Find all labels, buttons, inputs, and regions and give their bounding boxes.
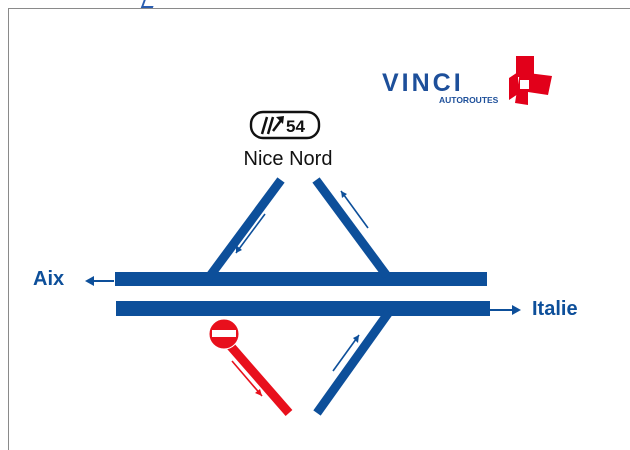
motorway-carriageways [115,272,490,316]
carriageway-westbound [115,272,487,286]
logo-subtitle: AUTOROUTES [439,95,499,105]
destination-west: Aix [33,268,114,290]
arrow-bottom-ramp-up [332,334,360,372]
exit-icon [260,116,284,135]
ramp-direction-arrows [231,190,369,397]
vinci-autoroutes-logo: VINCI AUTOROUTES [382,56,552,105]
destination-label-italie: Italie [532,298,578,320]
no-entry-sign-icon [208,318,240,350]
arrow-right-icon [512,305,521,315]
frame-border-top [8,8,630,9]
arrow-left-icon [85,276,94,286]
carriageway-eastbound [116,301,490,316]
arrow-left-ramp-down [235,213,266,254]
arrow-right-ramp-up [340,190,369,229]
destination-label-aix: Aix [33,268,64,290]
ramp-off-to-italie [313,309,393,416]
logo-wordmark: VINCI [382,69,464,97]
arrow-wrong-way-down [231,360,263,397]
slip-roads [203,177,393,416]
exit-name-label: Nice Nord [244,148,333,170]
ramp-off-to-nice-nord [203,177,285,283]
exit-badge: 54 [249,110,321,140]
vinci-cross-icon [509,56,552,105]
destination-east: Italie [490,298,578,320]
exit-number: 54 [286,117,305,136]
frame-border-left [8,8,9,450]
ramp-on-from-nice-nord [312,177,391,279]
exit-badge-frame [249,110,321,140]
